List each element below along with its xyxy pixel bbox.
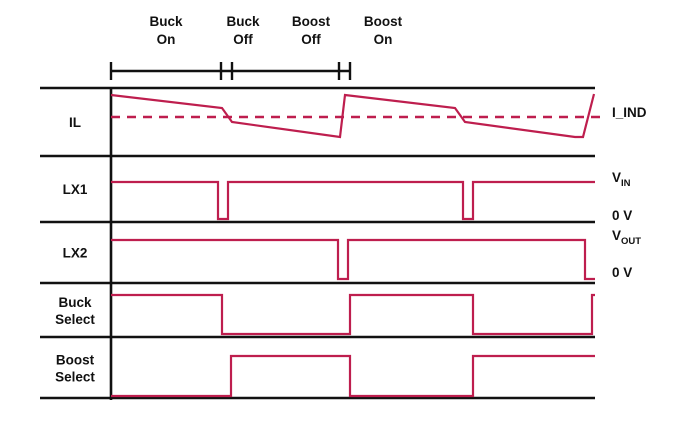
waveform-lx1 [111,180,595,221]
waveform-buck-select [111,293,595,336]
level-annotations: I_IND VIN 0 V VOUT 0 V [612,105,647,280]
signal-waveforms [110,93,604,398]
level-label-v-in: VIN [612,170,631,189]
diagram-gridlines [40,86,595,400]
level-label-v-out: VOUT [612,228,641,247]
level-label-0v-2: 0 V [612,265,632,280]
waveform-il [110,93,596,139]
row-label-il: IL [69,115,81,130]
waveform-boost-select [111,354,595,398]
level-label-0v-1: 0 V [612,208,632,223]
row-label-lx2: LX2 [63,246,88,261]
level-label-i-ind: I_IND [612,105,647,120]
row-label-lx1: LX1 [63,182,88,197]
waveform-lx2 [111,238,595,281]
